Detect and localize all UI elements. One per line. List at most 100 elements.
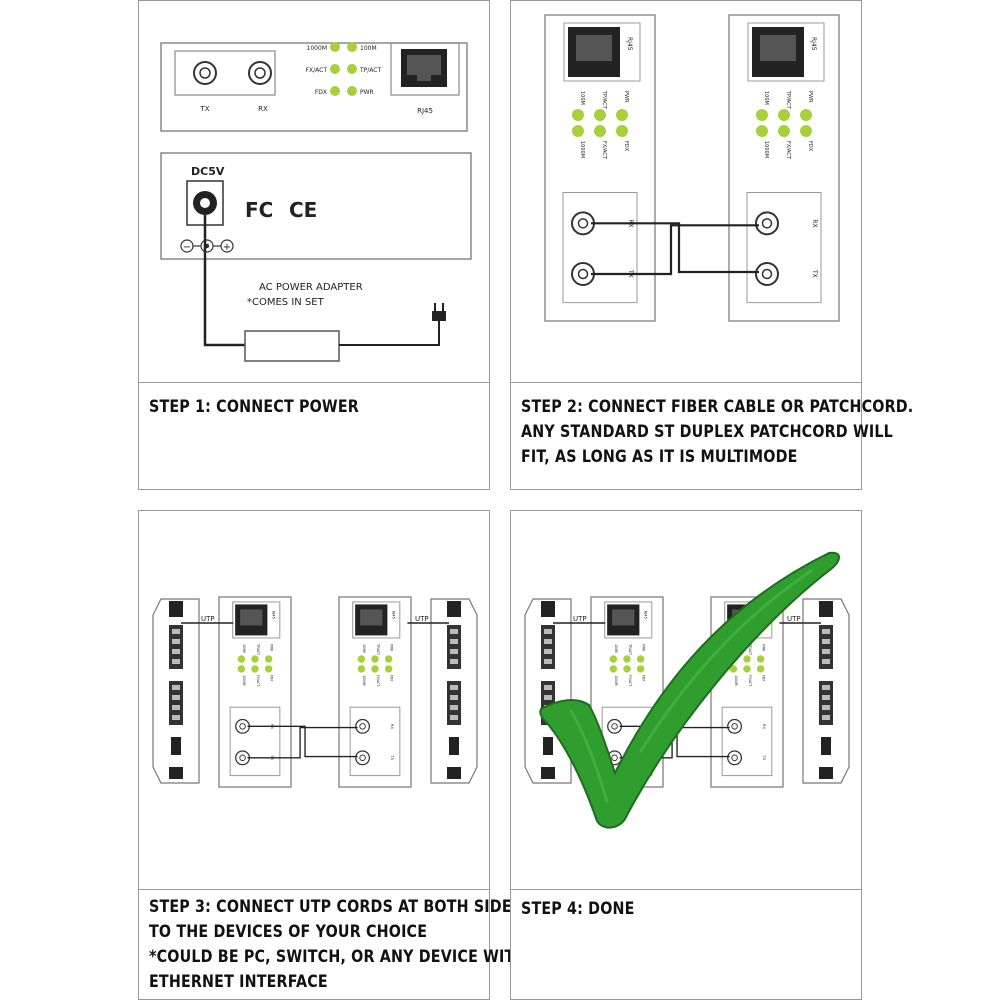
led-label: TP/ACT [785,90,791,110]
tx-port-icon [193,61,217,85]
caption-line: STEP 1: CONNECT POWER [149,397,359,417]
caption-line: FIT, AS LONG AS IT IS MULTIMODE [521,447,798,467]
rx-port-icon [607,718,622,734]
switch-port-icon [541,767,555,779]
led-label: FDX [270,675,274,682]
led-label: 100M [362,644,366,653]
step-3-caption: STEP 3: CONNECT UTP CORDS AT BOTH SIDES … [149,895,526,995]
led-fxact-icon [330,64,340,74]
caption-line: TO THE DEVICES OF YOUR CHOICE [149,922,428,942]
tx-port-icon [235,750,250,766]
switch-device-icon [152,598,200,784]
mains-plug-icon [432,303,446,321]
led-label: 1000M [614,675,618,686]
led-icon [371,665,379,673]
switch-port-icon [172,649,180,654]
svg-text:−: − [183,242,191,253]
utp-label: UTP [201,615,215,623]
switch-port-icon [172,659,180,664]
switch-port-icon [450,705,458,710]
switch-port-icon [822,715,830,720]
caption-divider [511,889,861,890]
rj45-frame [232,601,281,639]
switch-port-group-icon [819,681,833,725]
tx-port-icon [355,750,370,766]
led-label: FDX [623,141,629,152]
switch-device-icon [430,598,478,784]
fiber-cable [591,222,759,274]
switch-port-icon [822,649,830,654]
caption-line: STEP 3: CONNECT UTP CORDS AT BOTH SIDES [149,897,523,917]
led-label: TP/ACT [628,643,632,655]
led-icon [778,109,790,121]
led-icon [357,655,366,663]
led-icon [778,125,790,137]
led-label: FX/ACT [256,675,260,686]
led-icon [756,125,768,137]
caption-line: STEP 4: DONE [521,899,635,919]
led-icon [623,655,631,663]
fiber-port-block [349,706,401,777]
caption-line: ANY STANDARD ST DUPLEX PATCHCORD WILL [521,422,893,442]
led-icon [384,665,393,673]
led-label: 1000M [579,141,585,158]
led-icon [800,109,812,121]
fiber-cable [591,224,759,276]
switch-port-icon [450,715,458,720]
switch-port-icon [822,685,830,690]
led-icon [743,665,751,673]
led-label: TP/ACT [256,643,260,655]
switch-port-icon [169,767,183,779]
switch-port-icon [822,695,830,700]
caption-line: ETHERNET INTERFACE [149,972,328,992]
led-tpact-icon [347,64,357,74]
rx-label: RX [258,105,268,113]
utp-label: UTP [787,615,801,623]
rx-port-icon [571,211,595,236]
switch-port-icon [822,705,830,710]
switch-port-group-icon [447,625,461,669]
fiber-port-block [721,706,773,777]
caption-divider [511,382,861,383]
step-4-panel: RJ45100M1000MTP/ACTFX/ACTPWRFDXRXTXRJ451… [510,510,862,1000]
rx-label: RX [762,724,766,730]
switch-port-icon [450,649,458,654]
power-cable [203,215,245,347]
led-icon [371,655,379,663]
led-100m-icon [347,42,357,52]
led-label: FX/ACT [628,675,632,686]
led-label: 1000M [763,141,769,158]
led-icon [756,665,765,673]
rj45-label: RJ45 [391,611,395,620]
rx-port-icon [235,718,250,734]
led-icon [594,125,606,137]
led-icon [251,655,259,663]
led-label: TP/ACT [601,90,607,110]
led-label-fdx: FDX [315,89,327,96]
switch-port-icon [544,659,552,664]
switch-port-icon [544,649,552,654]
switch-indicator-icon [171,737,181,755]
switch-port-icon [819,601,833,617]
led-icon [384,655,393,663]
led-icon [800,125,812,137]
tx-port-icon [755,261,779,286]
svg-text:+: + [223,242,231,253]
led-icon [237,655,246,663]
led-label: 100M [242,644,246,653]
rj45-port-icon [401,49,447,87]
power-adapter-icon [244,330,340,362]
switch-port-icon [450,629,458,634]
switch-port-icon [447,767,461,779]
led-label: TP/ACT [376,643,380,655]
checkmark-icon [539,551,840,829]
rj45-label: RJ45 [417,107,433,115]
led-label: PWR [762,644,766,652]
converter-front-panel [160,42,468,132]
rj45-inner [576,35,612,61]
switch-port-icon [172,695,180,700]
fiber-cable [247,725,358,758]
step-4-caption: STEP 4: DONE [521,897,802,922]
mains-cable [339,321,440,346]
